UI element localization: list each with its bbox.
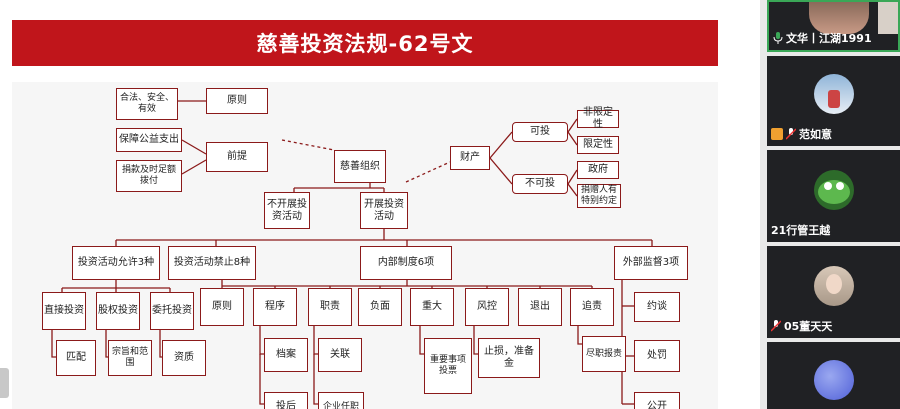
node-entrust: 委托投资 bbox=[150, 292, 194, 330]
node-duty: 职责 bbox=[308, 288, 352, 326]
node-restricted: 限定性 bbox=[577, 136, 619, 154]
video-feed bbox=[809, 2, 869, 34]
user-icon bbox=[771, 128, 783, 140]
node-stoploss: 止损，准备金 bbox=[478, 338, 540, 378]
node-equity: 股权投资 bbox=[96, 292, 140, 330]
participant-tile[interactable]: 05董天天 bbox=[767, 246, 900, 338]
mic-muted-icon bbox=[771, 320, 781, 332]
slide-side-handle[interactable] bbox=[0, 368, 9, 398]
participant-name-row: 范如意 bbox=[771, 126, 832, 142]
node-purpose-scope: 宗旨和范围 bbox=[108, 340, 152, 376]
node-property: 财产 bbox=[450, 146, 490, 170]
participant-tile[interactable]: 文华丨江湖1991 bbox=[767, 0, 900, 52]
node-do-invest: 开展投资活动 bbox=[360, 192, 408, 229]
node-negative: 负面 bbox=[358, 288, 402, 326]
video-feed-right bbox=[878, 2, 898, 34]
node-principle: 原则 bbox=[200, 288, 244, 326]
node-allowed3: 投资活动允许3种 bbox=[72, 246, 160, 280]
node-archive: 档案 bbox=[264, 338, 308, 372]
node-internal6: 内部制度6项 bbox=[360, 246, 452, 280]
participant-name: 范如意 bbox=[799, 128, 832, 141]
participant-name: 21行管王越 bbox=[771, 224, 831, 237]
participant-tile[interactable] bbox=[767, 342, 900, 409]
node-related: 关联 bbox=[318, 338, 362, 372]
avatar bbox=[813, 266, 854, 306]
participant-name: 文华丨江湖1991 bbox=[786, 32, 872, 45]
node-investable: 可投 bbox=[512, 122, 568, 142]
participant-name-row: 文华丨江湖1991 bbox=[773, 30, 872, 46]
node-procedure: 程序 bbox=[253, 288, 297, 326]
participant-name-row: 21行管王越 bbox=[771, 222, 830, 238]
node-org: 慈善组织 bbox=[334, 150, 386, 183]
node-legal-safe: 合法、安全、有效 bbox=[116, 88, 178, 120]
node-qualification: 资质 bbox=[162, 340, 206, 376]
diagram-connectors bbox=[51, 100, 653, 405]
presentation-slide: 慈善投资法规-62号文 bbox=[0, 0, 760, 409]
mic-muted-icon bbox=[786, 128, 796, 140]
avatar bbox=[813, 74, 854, 114]
node-external3: 外部监督3项 bbox=[614, 246, 688, 280]
node-due-diligence: 尽职报责 bbox=[582, 336, 626, 372]
node-direct: 直接投资 bbox=[42, 292, 86, 330]
participant-name-row: 05董天天 bbox=[771, 318, 832, 334]
node-donor-agreement: 捐赠人有特别约定 bbox=[577, 184, 621, 208]
node-guarantee: 保障公益支出 bbox=[116, 128, 182, 152]
slide-title: 慈善投资法规-62号文 bbox=[256, 32, 474, 56]
node-major: 重大 bbox=[410, 288, 454, 326]
node-principle-top: 原则 bbox=[206, 88, 268, 114]
node-government: 政府 bbox=[577, 161, 619, 179]
node-banned8: 投资活动禁止8种 bbox=[168, 246, 256, 280]
node-premise: 前提 bbox=[206, 142, 268, 172]
avatar bbox=[813, 170, 854, 210]
node-public: 公开 bbox=[634, 392, 680, 409]
participant-tile[interactable]: 范如意 bbox=[767, 56, 900, 146]
node-risk-control: 风控 bbox=[465, 288, 509, 326]
avatar-eye-left bbox=[823, 182, 832, 190]
avatar-eye-right bbox=[835, 182, 844, 190]
node-match: 匹配 bbox=[56, 340, 96, 376]
node-no-invest: 不开展投资活动 bbox=[264, 192, 310, 229]
node-exit: 退出 bbox=[518, 288, 562, 326]
avatar bbox=[813, 360, 854, 400]
node-non-investable: 不可投 bbox=[512, 174, 568, 194]
avatar-face bbox=[817, 180, 850, 204]
node-nonrestricted: 非限定性 bbox=[577, 107, 619, 130]
participants-panel: 文华丨江湖1991 范如意 21行管王越 05董天天 bbox=[760, 0, 900, 409]
avatar-face bbox=[825, 274, 842, 294]
mind-map-diagram: 合法、安全、有效 原则 保障公益支出 前提 捐款及时足额拨付 慈善组织 财产 可… bbox=[12, 82, 718, 409]
avatar-figure bbox=[827, 90, 840, 108]
node-post-invest: 投后 bbox=[264, 392, 308, 409]
node-penalty: 处罚 bbox=[634, 340, 680, 372]
node-interview: 约谈 bbox=[634, 292, 680, 322]
mic-on-icon bbox=[773, 32, 783, 44]
slide-title-bar: 慈善投资法规-62号文 bbox=[12, 20, 718, 66]
participant-name: 05董天天 bbox=[784, 320, 833, 333]
participant-tile[interactable]: 21行管王越 bbox=[767, 150, 900, 242]
node-major-items: 重要事项投票 bbox=[424, 338, 472, 394]
node-accountability: 追责 bbox=[570, 288, 614, 326]
node-enterprise-post: 企业任职 bbox=[318, 392, 364, 409]
node-timely: 捐款及时足额拨付 bbox=[116, 160, 182, 192]
